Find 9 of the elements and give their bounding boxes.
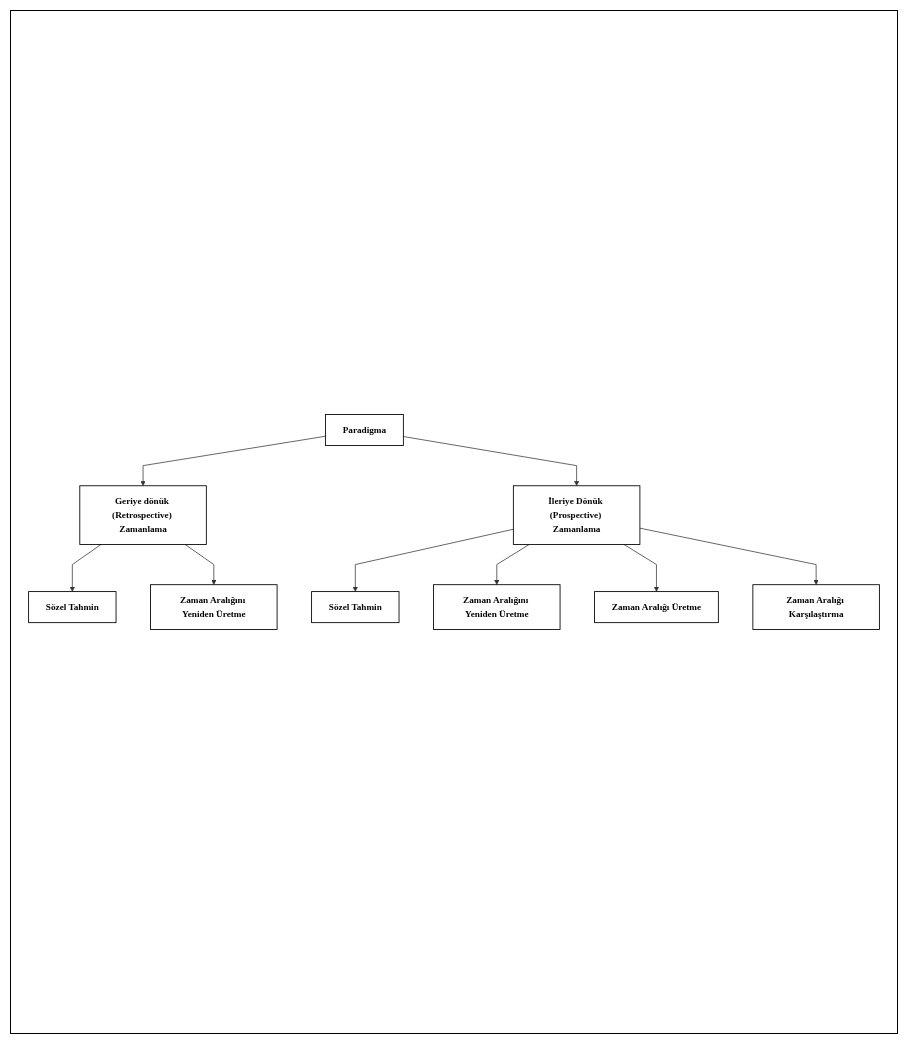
node-box: Sözel Tahmin xyxy=(311,591,400,624)
node-box: Zaman Aralığı Karşılaştırma xyxy=(752,584,880,630)
node-box: Zaman Aralığını Yeniden Üretme xyxy=(433,584,561,630)
node-box: Zaman Aralığını Yeniden Üretme xyxy=(150,584,278,630)
node-box: Geriye dönük (Retrospective) Zamanlama xyxy=(79,485,207,545)
node-box: Zaman Aralığı Üretme xyxy=(594,591,719,624)
node-box: Sözel Tahmin xyxy=(28,591,117,624)
node-box: Paradigma xyxy=(325,414,404,446)
node-box: İleriye Dönük (Prospective) Zamanlama xyxy=(512,485,641,545)
